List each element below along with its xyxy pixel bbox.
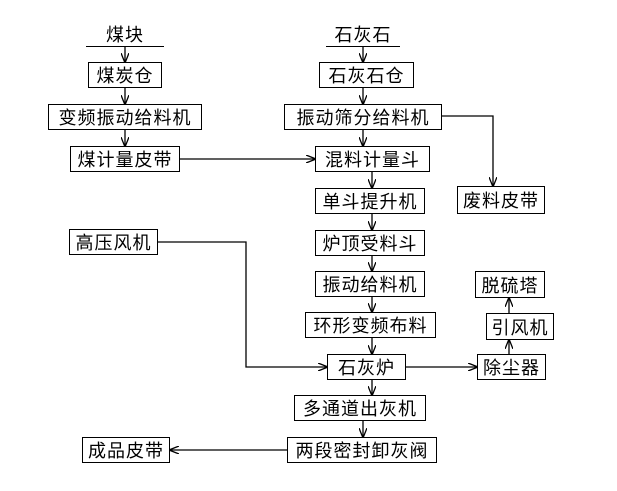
mixing-hopper-box: 混料计量斗	[315, 146, 430, 172]
coal-input-label: 煤块	[86, 22, 164, 47]
limestone-input-text: 石灰石	[334, 25, 392, 46]
kiln-top-hopper-box: 炉顶受料斗	[315, 230, 425, 256]
limestone-input-label: 石灰石	[326, 22, 400, 47]
dust-collector-box: 除尘器	[477, 354, 546, 380]
hp-blower-box: 高压风机	[69, 229, 158, 255]
limestone-bin-box: 石灰石仓	[319, 62, 414, 88]
coal-bin-box: 煤炭仓	[88, 62, 162, 88]
edge-blower-to-kiln	[158, 241, 327, 367]
two-stage-sealed-valve-box: 两段密封卸灰阀	[287, 437, 437, 463]
multi-channel-discharger-box: 多通道出灰机	[294, 395, 426, 421]
vibrating-screen-feeder-box: 振动筛分给料机	[284, 104, 442, 130]
induced-draft-fan-box: 引风机	[486, 313, 554, 340]
waste-belt-box: 废料皮带	[457, 186, 545, 214]
vfd-vibrating-feeder-box: 变频振动给料机	[48, 104, 202, 130]
ring-vfd-distributor-box: 环形变频布料	[305, 312, 436, 338]
product-belt-box: 成品皮带	[82, 437, 170, 463]
coal-input-text: 煤块	[106, 25, 144, 46]
vibrating-feeder-box: 振动给料机	[315, 271, 425, 297]
desulfurization-tower-box: 脱硫塔	[475, 271, 545, 298]
edge-screen-feeder-to-waste-belt	[442, 115, 493, 186]
coal-weigh-belt-box: 煤计量皮带	[70, 146, 180, 172]
bucket-elevator-box: 单斗提升机	[315, 188, 425, 214]
lime-kiln-box: 石灰炉	[327, 354, 406, 380]
